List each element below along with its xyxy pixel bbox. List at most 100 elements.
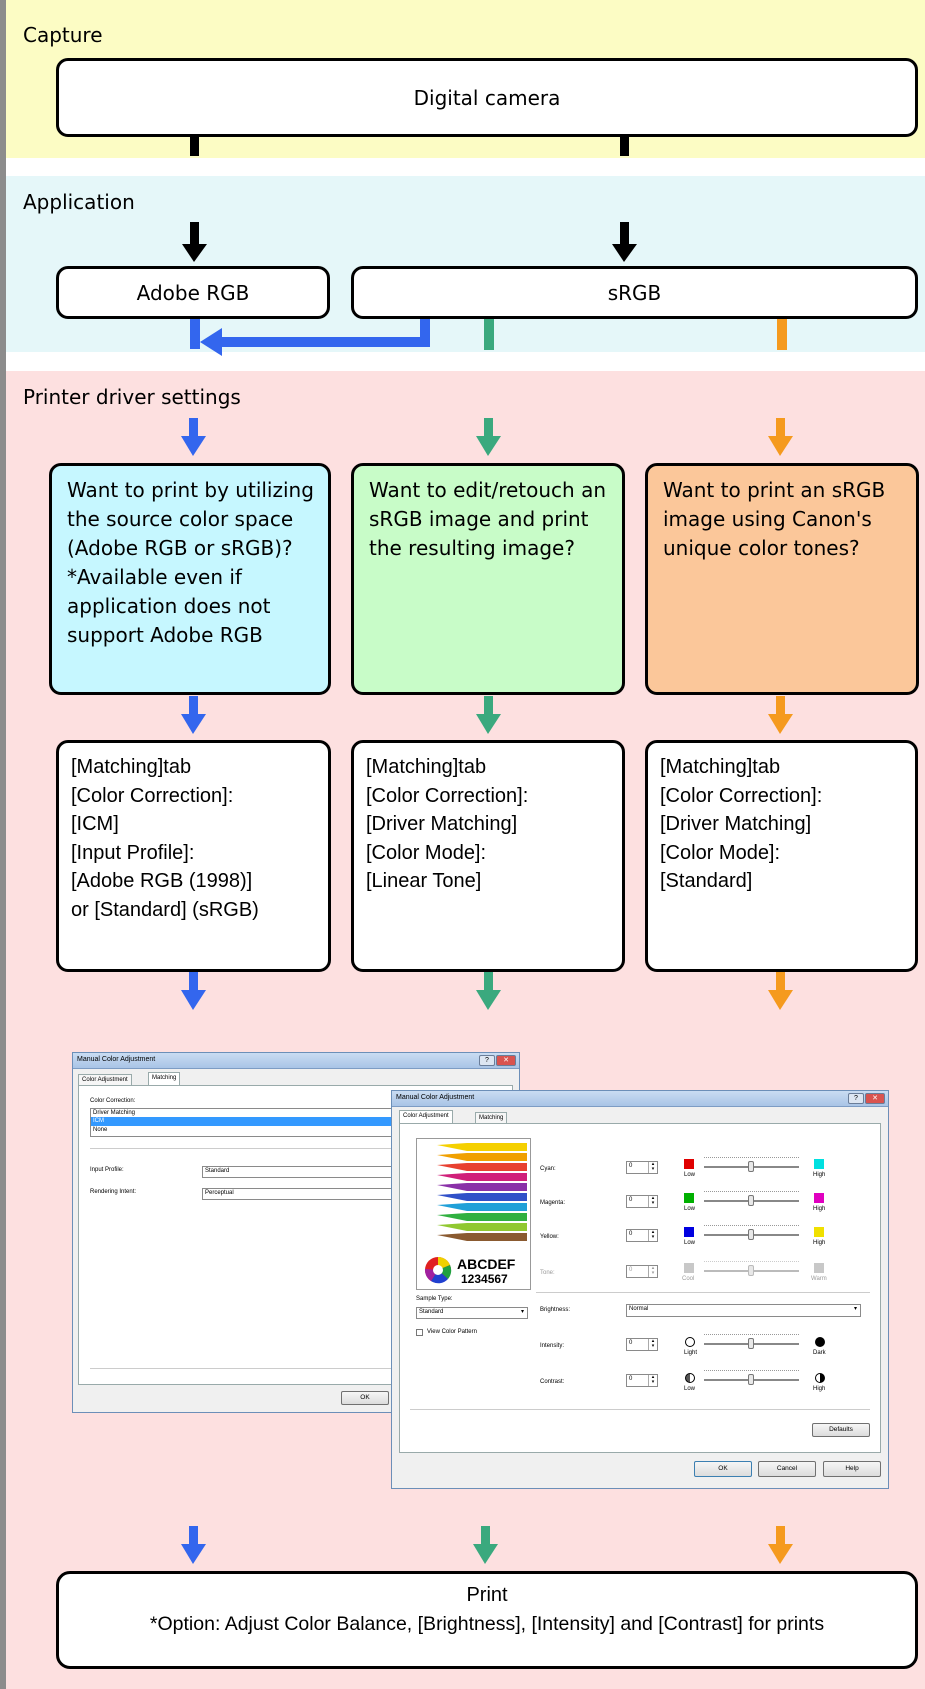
rendering-intent-select[interactable]: Perceptual — [202, 1188, 402, 1200]
dialog-color-adjustment-titlebar: Manual Color Adjustment ? ✕ — [392, 1091, 888, 1107]
arrow-blue-2 — [181, 696, 206, 734]
close-icon[interactable]: ✕ — [496, 1055, 516, 1066]
dialog-color-adjustment: Manual Color Adjustment ? ✕ Color Adjust… — [391, 1090, 889, 1489]
settings-icm: [Matching]tab [Color Correction]: [ICM] … — [56, 740, 331, 972]
print-option: *Option: Adjust Color Balance, [Brightne… — [149, 1613, 825, 1635]
yellow-ticks — [704, 1225, 799, 1226]
option-icm[interactable]: ICM — [91, 1117, 499, 1126]
arrow-black-left — [182, 222, 207, 262]
magenta-spinner[interactable]: 0▴▾ — [626, 1195, 658, 1208]
intensity-label: Intensity: — [540, 1343, 565, 1349]
arrow-blue-1 — [181, 418, 206, 456]
contrast-slider-thumb[interactable] — [748, 1374, 754, 1385]
defaults-button[interactable]: Defaults — [812, 1423, 870, 1437]
yellow-low-label: Low — [684, 1240, 696, 1246]
adobe-rgb-box: Adobe RGB — [56, 266, 330, 319]
print-title: Print — [466, 1584, 508, 1606]
adobe-rgb-label: Adobe RGB — [136, 280, 250, 305]
color-adjustment-panel: ABCDEF 1234567 Sample Type: Standard ▾ V… — [399, 1123, 881, 1453]
ok-button-back[interactable]: OK — [341, 1391, 389, 1405]
contrast-low-label: Low — [684, 1386, 696, 1392]
contrast-ticks — [704, 1370, 799, 1371]
magenta-slider-thumb[interactable] — [748, 1195, 754, 1206]
print-box: Print *Option: Adjust Color Balance, [Br… — [56, 1571, 918, 1669]
magenta-ticks — [704, 1191, 799, 1192]
arrow-orange-3 — [768, 972, 793, 1010]
cyan-high-label: High — [813, 1172, 826, 1178]
tone-cool-swatch — [684, 1263, 694, 1273]
intensity-slider-thumb[interactable] — [748, 1338, 754, 1349]
help-button[interactable]: Help — [823, 1461, 881, 1477]
view-pattern-label: View Color Pattern — [427, 1329, 477, 1335]
application-label: Application — [23, 190, 135, 214]
sample-type-select[interactable]: Standard ▾ — [416, 1307, 528, 1319]
separator-line-2 — [90, 1368, 500, 1369]
intensity-light-label: Light — [684, 1350, 698, 1356]
srgb-label: sRGB — [607, 280, 662, 305]
tab-matching[interactable]: Matching — [148, 1072, 181, 1086]
chevron-down-icon: ▾ — [520, 1309, 524, 1315]
question-canon-tones: Want to print an sRGB image using Canon'… — [645, 463, 919, 695]
ok-button[interactable]: OK — [694, 1461, 752, 1477]
tone-spinner: 0▴▾ — [626, 1265, 658, 1278]
brightness-label: Brightness: — [540, 1307, 571, 1313]
settings-standard: [Matching]tab [Color Correction]: [Drive… — [645, 740, 918, 972]
color-wheel-icon — [424, 1257, 452, 1284]
cyan-spinner[interactable]: 0▴▾ — [626, 1161, 658, 1174]
green-stub — [484, 318, 494, 350]
yellow-spinner[interactable]: 0▴▾ — [626, 1229, 658, 1242]
tab-color-adjustment[interactable]: Color Adjustment — [399, 1110, 453, 1124]
arrow-green-4 — [473, 1526, 498, 1564]
magenta-low-swatch — [684, 1193, 694, 1203]
light-circle-icon — [685, 1337, 695, 1347]
magenta-high-label: High — [813, 1206, 826, 1212]
arrow-green-1 — [476, 418, 501, 456]
yellow-high-swatch — [814, 1227, 824, 1237]
help-title-button[interactable]: ? — [848, 1093, 864, 1104]
settings-linear-tone: [Matching]tab [Color Correction]: [Drive… — [351, 740, 625, 972]
intensity-dark-label: Dark — [813, 1350, 826, 1356]
brightness-select[interactable]: Normal ▾ — [626, 1304, 861, 1317]
arrow-orange-2 — [768, 696, 793, 734]
yellow-high-label: High — [813, 1240, 826, 1246]
yellow-slider-thumb[interactable] — [748, 1229, 754, 1240]
tone-warm-label: Warm — [811, 1276, 827, 1282]
sample-type-label: Sample Type: — [416, 1296, 453, 1302]
intensity-ticks — [704, 1334, 799, 1335]
arrow-orange-4 — [768, 1526, 793, 1564]
input-profile-select[interactable]: Standard — [202, 1166, 402, 1178]
separator-line — [90, 1148, 500, 1149]
question-source-color-space: Want to print by utilizing the source co… — [49, 463, 331, 695]
cyan-slider-thumb[interactable] — [748, 1161, 754, 1172]
arrow-blue-3 — [181, 972, 206, 1010]
rendering-intent-label: Rendering Intent: — [90, 1189, 137, 1195]
high-contrast-icon — [815, 1373, 825, 1383]
tab-matching[interactable]: Matching — [475, 1112, 508, 1124]
sample-image: ABCDEF 1234567 — [416, 1138, 531, 1290]
option-none[interactable]: None — [93, 1127, 108, 1133]
tab-color-adjustment[interactable]: Color Adjustment — [78, 1074, 132, 1086]
magenta-low-label: Low — [684, 1206, 696, 1212]
yellow-low-swatch — [684, 1227, 694, 1237]
cyan-low-swatch — [684, 1159, 694, 1169]
option-driver-matching[interactable]: Driver Matching — [93, 1110, 136, 1116]
contrast-spinner[interactable]: 0▴▾ — [626, 1374, 658, 1387]
cancel-button[interactable]: Cancel — [758, 1461, 816, 1477]
cyan-ticks — [704, 1157, 799, 1158]
view-pattern-checkbox[interactable] — [416, 1329, 423, 1336]
tone-cool-label: Cool — [682, 1276, 695, 1282]
capture-label: Capture — [23, 23, 103, 47]
orange-stub — [777, 318, 787, 350]
tone-ticks — [704, 1261, 799, 1262]
digital-camera-box: Digital camera — [56, 58, 918, 137]
magenta-high-swatch — [814, 1193, 824, 1203]
yellow-label: Yellow: — [540, 1234, 559, 1240]
help-title-button[interactable]: ? — [479, 1055, 495, 1066]
tone-label: Tone: — [540, 1270, 555, 1276]
arrow-green-2 — [476, 696, 501, 734]
dialog-color-adjustment-title: Manual Color Adjustment — [396, 1094, 475, 1101]
question-edit-srgb: Want to edit/retouch an sRGB image and p… — [351, 463, 625, 695]
left-edge-bar — [0, 0, 6, 1689]
close-icon[interactable]: ✕ — [865, 1093, 885, 1104]
intensity-spinner[interactable]: 0▴▾ — [626, 1338, 658, 1351]
